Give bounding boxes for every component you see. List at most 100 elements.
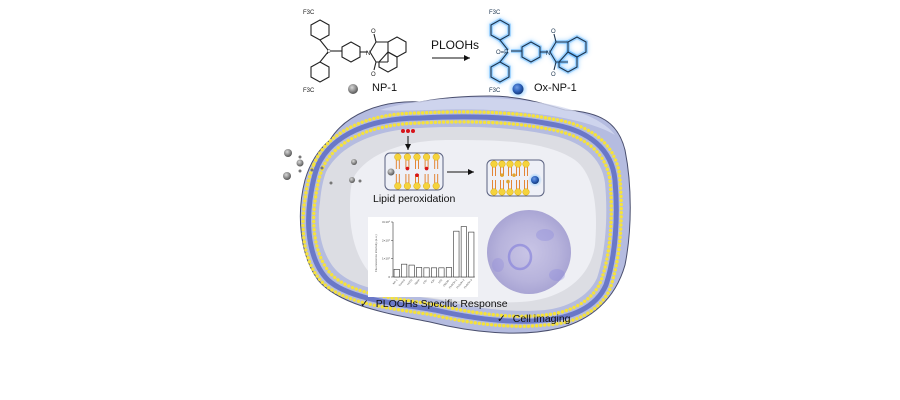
lipid-head [498, 160, 506, 168]
lipid-head [514, 188, 522, 196]
np1-probe [284, 149, 292, 157]
lipid-head [423, 153, 431, 161]
lipid-tail [434, 160, 439, 169]
x-tick-label: •OH [430, 278, 436, 284]
aryl-ring-top [490, 19, 510, 41]
lipid-tail [516, 167, 520, 176]
lipid-head [498, 188, 506, 196]
substituent-bottom: F3C [489, 88, 501, 94]
lipid-bilayer-box-oxidized [486, 159, 545, 197]
stained-cell [492, 258, 504, 272]
lipid-head [506, 188, 514, 196]
membrane-heads-inner [312, 120, 613, 318]
np1-probe [358, 179, 362, 183]
lipid-tail [415, 160, 419, 169]
bar-onoo- [445, 267, 452, 278]
lipid-head [403, 153, 411, 161]
substituent-top: F3C [303, 10, 315, 16]
np1-probe [329, 181, 333, 185]
chart-y-label: Fluorescence intensity (a.u.) [374, 234, 378, 272]
lipid-tail [424, 160, 429, 169]
np1-legend-dot [348, 84, 358, 94]
lipid-heads [490, 160, 530, 196]
check-icon: ✓ [360, 298, 369, 310]
bar-clo- [423, 267, 430, 278]
substituent-top: F3C [489, 10, 501, 16]
feature-cell-imaging: ✓ Cell imaging [497, 313, 571, 325]
lipid-head [506, 160, 514, 168]
feature-label: Cell imaging [512, 313, 571, 325]
lipid-peroxide-site [415, 173, 419, 177]
cell-cytoplasm-highlight [380, 97, 615, 135]
np1-probes [283, 149, 362, 185]
x-tick-label: Control [398, 278, 407, 287]
lipid-head [394, 153, 402, 161]
lipid-tail [508, 167, 512, 176]
peroxide-mark [401, 129, 405, 133]
x-tick-label: PLOOH-1 [448, 278, 459, 290]
lipid-tail [492, 180, 496, 189]
lipid-tail [500, 180, 504, 189]
lipid-head [514, 160, 522, 168]
lipid-tail [524, 180, 528, 189]
x-tick-label: ONOO- [442, 278, 451, 287]
membrane-heads-outer [301, 110, 623, 328]
oxnp1-legend-dot [512, 83, 524, 95]
stained-cell [536, 229, 554, 241]
chart-background [368, 217, 478, 297]
stained-cell [549, 269, 565, 281]
x-tick-label: TBHP [413, 278, 421, 286]
lipid-head [413, 182, 421, 190]
lipid-head [490, 188, 498, 196]
bar-h2o2 [408, 264, 415, 278]
x-tick-label: NP-1 [392, 278, 399, 286]
oxygen-atom-top: O [371, 29, 376, 35]
cell-imaging-micrograph [487, 210, 571, 294]
phosphorus-atom: P [327, 50, 331, 56]
np1-probe [296, 159, 304, 167]
lipid-head [394, 182, 402, 190]
x-tick-label: H2O2 [406, 278, 414, 286]
naphthalene-ring-2 [378, 51, 398, 73]
aryl-ring-top [310, 19, 330, 41]
bar-plooh-3 [468, 231, 475, 278]
lipid-tail [405, 174, 410, 183]
np1-probe [310, 168, 314, 172]
y-tick-label: 2×10⁵ [382, 238, 391, 242]
lipid-head [432, 182, 440, 190]
check-icon: ✓ [497, 313, 506, 325]
bar--oh [431, 267, 437, 278]
substituent-bottom: F3C [303, 88, 315, 94]
naphthalene-ring-2 [558, 51, 578, 73]
np1-probe [320, 166, 324, 170]
y-tick-label: 3×10⁵ [382, 220, 391, 224]
oxnp1-structure: F3C F3C O=P N O O [489, 10, 588, 94]
aryl-ring-bottom [310, 61, 330, 83]
np1-structure: F3C F3C P N O O [303, 10, 407, 94]
np1-probe [349, 177, 355, 183]
feature-label: PLOOHs Specific Response [375, 298, 508, 310]
oxnp1-probe-in-membrane [531, 176, 539, 184]
lipid-head [403, 182, 411, 190]
nitrogen-atom: N [366, 51, 370, 57]
aryl-ring-bottom [490, 61, 510, 83]
bar-plooh-2 [460, 226, 467, 278]
x-tick-label: ClO- [422, 278, 429, 285]
x-tick-label: PLOOH-3 [463, 278, 474, 290]
lipid-head [413, 153, 421, 161]
lipid-head [432, 153, 440, 161]
lipid-tail [395, 174, 400, 183]
x-tick-label: 1O2 [437, 278, 444, 285]
bar-np-1 [393, 268, 400, 278]
lipid-tail [434, 174, 439, 183]
bar-tbhp [416, 267, 423, 278]
np1-legend-label: NP-1 [372, 82, 398, 94]
lipid-tail [516, 180, 520, 189]
peroxide-mark [406, 129, 410, 133]
fluorescence-bar-chart: Fluorescence intensity (a.u.) 01×10⁵2×10… [368, 217, 478, 297]
np1-probe [351, 159, 357, 165]
aryl-ring-center [521, 41, 541, 63]
lipid-peroxide-site [506, 179, 510, 184]
phosphine-oxide-label: O=P [496, 50, 508, 56]
